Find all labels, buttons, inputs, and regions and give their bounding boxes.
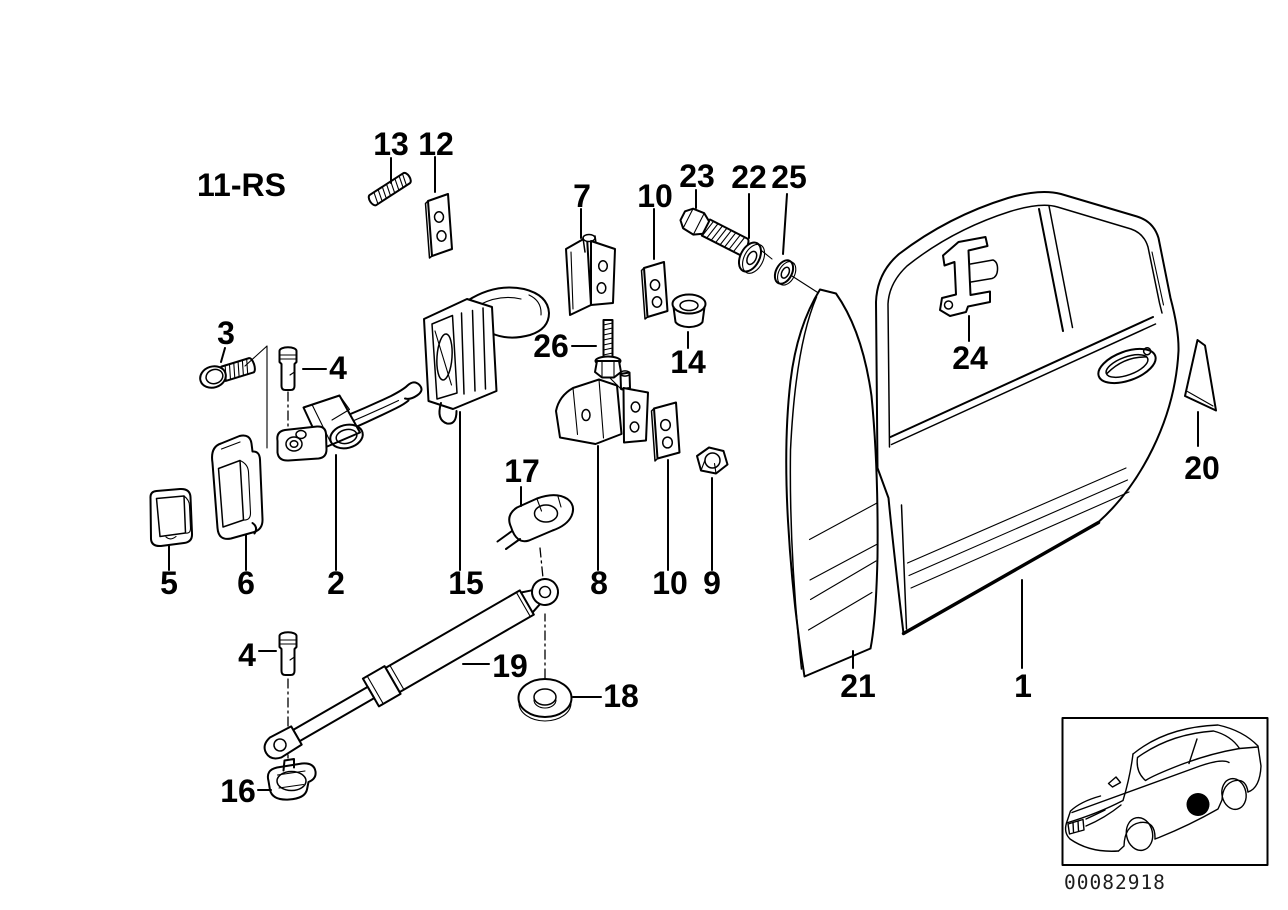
callout-10-lower[interactable]: 10 [652,565,688,601]
part-25-washer-drawing [773,259,797,286]
car-outline [1064,724,1262,852]
callout-21[interactable]: 21 [840,668,876,704]
callout-25[interactable]: 25 [771,159,807,195]
callout-15[interactable]: 15 [448,565,484,601]
callout-6[interactable]: 6 [237,565,255,601]
part-14-bushing-drawing [671,293,707,329]
callout-3[interactable]: 3 [217,315,235,351]
part-20-trim-drawing [1184,339,1217,412]
part-4-pin-lower-drawing [278,631,298,676]
part-26-bolt-drawing [594,319,622,379]
locator-frame [1061,717,1269,866]
callout-2[interactable]: 2 [327,565,345,601]
callout-4-upper[interactable]: 4 [329,350,347,386]
callout-22[interactable]: 22 [731,159,767,195]
vehicle-locator-thumbnail [1061,717,1269,866]
part-5-cap-drawing [149,487,194,548]
part-12-plate-drawing [424,193,453,259]
callout-5[interactable]: 5 [160,565,178,601]
part-24-bracket-drawing [939,236,999,317]
part-4-pin-upper-drawing [278,346,298,391]
callout-20[interactable]: 20 [1184,450,1220,486]
part-22-washer-drawing [737,241,766,274]
callout-23[interactable]: 23 [679,158,715,194]
part-1-door-panel-drawing [875,190,1180,636]
part-16-clip-drawing [266,758,317,801]
leader-lines [168,156,1199,791]
part-10-plate-upper-drawing [640,261,669,320]
part-18-washer-drawing [517,678,573,722]
callout-10-upper[interactable]: 10 [637,178,673,214]
part-2-check-strap-drawing [276,381,423,462]
image-number: 00082918 [1064,871,1166,894]
callout-18[interactable]: 18 [603,678,639,714]
part-6-cover-drawing [211,434,264,540]
part-9-nut-drawing [696,446,729,475]
callout-1[interactable]: 1 [1014,668,1032,704]
callout-24[interactable]: 24 [952,340,988,376]
part-7-hinge-drawing [565,233,616,316]
part-10-plate-lower-drawing [650,401,681,462]
door-handle [1097,346,1157,385]
location-dot [1186,793,1210,816]
section-code: 11-RS [197,167,286,203]
callout-12[interactable]: 12 [418,126,454,162]
part-23-bolt-drawing [679,207,750,256]
part-21-panel-drawing [785,288,879,678]
part-8-bracket-drawing [555,370,649,445]
callout-9[interactable]: 9 [703,565,721,601]
callout-8[interactable]: 8 [590,565,608,601]
callout-26[interactable]: 26 [533,328,569,364]
callout-16[interactable]: 16 [220,773,256,809]
part-15-housing-drawing [423,286,550,425]
callout-14[interactable]: 14 [670,344,706,380]
callout-17[interactable]: 17 [504,453,540,489]
callout-19[interactable]: 19 [492,648,528,684]
part-3-screw-drawing [199,357,256,389]
callout-13[interactable]: 13 [373,126,409,162]
part-19-gas-strut-drawing [263,578,559,760]
part-17-clip-drawing [496,494,575,550]
callout-7[interactable]: 7 [573,178,591,214]
part-13-stud-drawing [367,171,412,207]
callout-4-lower[interactable]: 4 [238,637,256,673]
